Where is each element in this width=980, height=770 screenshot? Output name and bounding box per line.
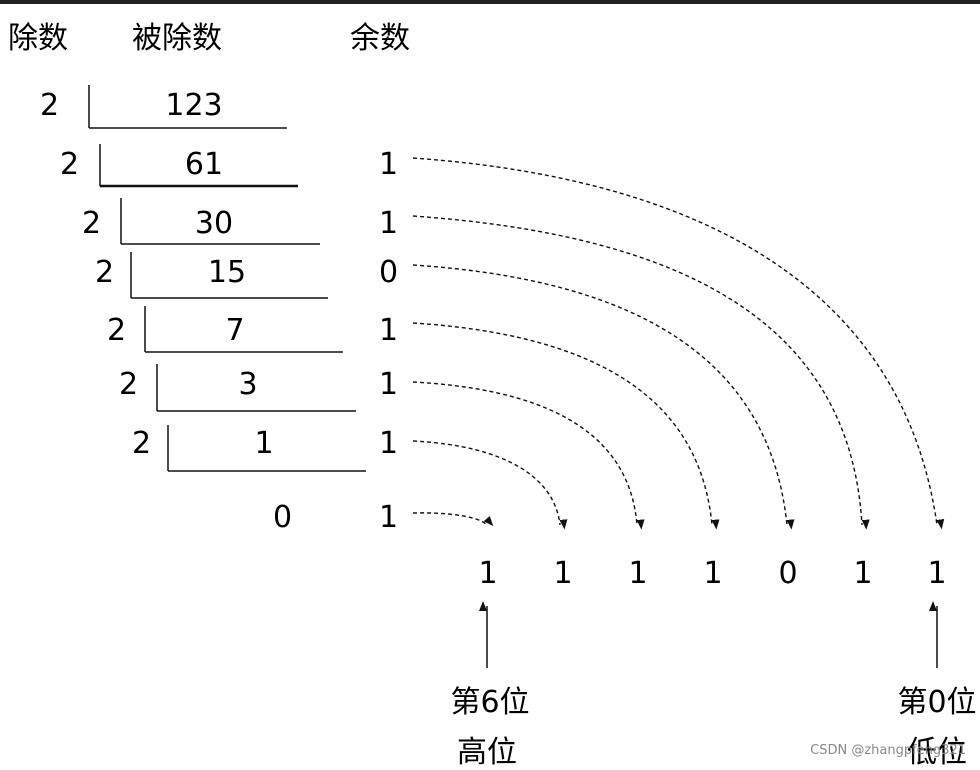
label-high-bit: 高位 [457, 735, 517, 770]
remainder-arrow [412, 381, 645, 530]
division-step: 2 3 1 [119, 364, 398, 412]
division-step: 2 7 1 [107, 306, 398, 353]
label-low-position: 第0位 [897, 685, 976, 720]
top-border [0, 0, 980, 4]
step-divisor: 2 [107, 313, 126, 348]
division-step: 2 123 [40, 85, 287, 129]
step-remainder: 1 [379, 367, 398, 402]
header-divisor: 除数 [8, 21, 68, 56]
step-dividend: 15 [208, 255, 246, 290]
binary-digit: 1 [628, 556, 647, 591]
binary-digit: 1 [927, 556, 946, 591]
remainder-arrow [412, 215, 870, 530]
binary-digit: 1 [553, 556, 572, 591]
remainder-arrow [412, 440, 568, 530]
step-remainder: 1 [379, 147, 398, 182]
step-divisor: 2 [119, 367, 138, 402]
remainder-arrow [412, 264, 795, 530]
binary-digit: 1 [703, 556, 722, 591]
step-divisor: 2 [40, 88, 59, 123]
remainder-arrow [412, 157, 945, 530]
step-dividend: 7 [225, 313, 244, 348]
step-divisor: 2 [95, 255, 114, 290]
step-divisor: 2 [132, 426, 151, 461]
step-dividend: 61 [185, 147, 223, 182]
step-divisor: 2 [82, 206, 101, 241]
step-remainder: 1 [379, 313, 398, 348]
division-step: 2 61 1 [60, 144, 398, 188]
label-low-bit: 低位 [907, 735, 967, 770]
step-remainder: 1 [379, 426, 398, 461]
division-step: 2 30 1 [82, 198, 398, 245]
binary-digit: 1 [853, 556, 872, 591]
remainder-arrows [412, 157, 945, 530]
division-step: 2 1 1 [132, 425, 398, 472]
binary-result: 1 1 1 1 0 1 1 [478, 556, 946, 591]
binary-digit: 0 [778, 556, 797, 591]
binary-digit: 1 [478, 556, 497, 591]
label-high-position: 第6位 [450, 685, 529, 720]
step-dividend: 30 [195, 206, 233, 241]
step-remainder: 1 [379, 206, 398, 241]
division-step: 2 15 0 [95, 252, 398, 299]
step-divisor: 2 [60, 147, 79, 182]
final-remainder: 1 [379, 500, 398, 535]
step-dividend: 123 [165, 88, 222, 123]
header-dividend: 被除数 [132, 21, 222, 56]
step-dividend: 1 [254, 426, 273, 461]
watermark: CSDN @zhangpfeng321 [810, 743, 966, 758]
final-quotient: 0 [273, 500, 292, 535]
step-dividend: 3 [238, 367, 257, 402]
remainder-arrow [412, 322, 720, 530]
header-remainder: 余数 [350, 21, 410, 56]
remainder-arrow [412, 512, 494, 527]
step-remainder: 0 [379, 255, 398, 290]
